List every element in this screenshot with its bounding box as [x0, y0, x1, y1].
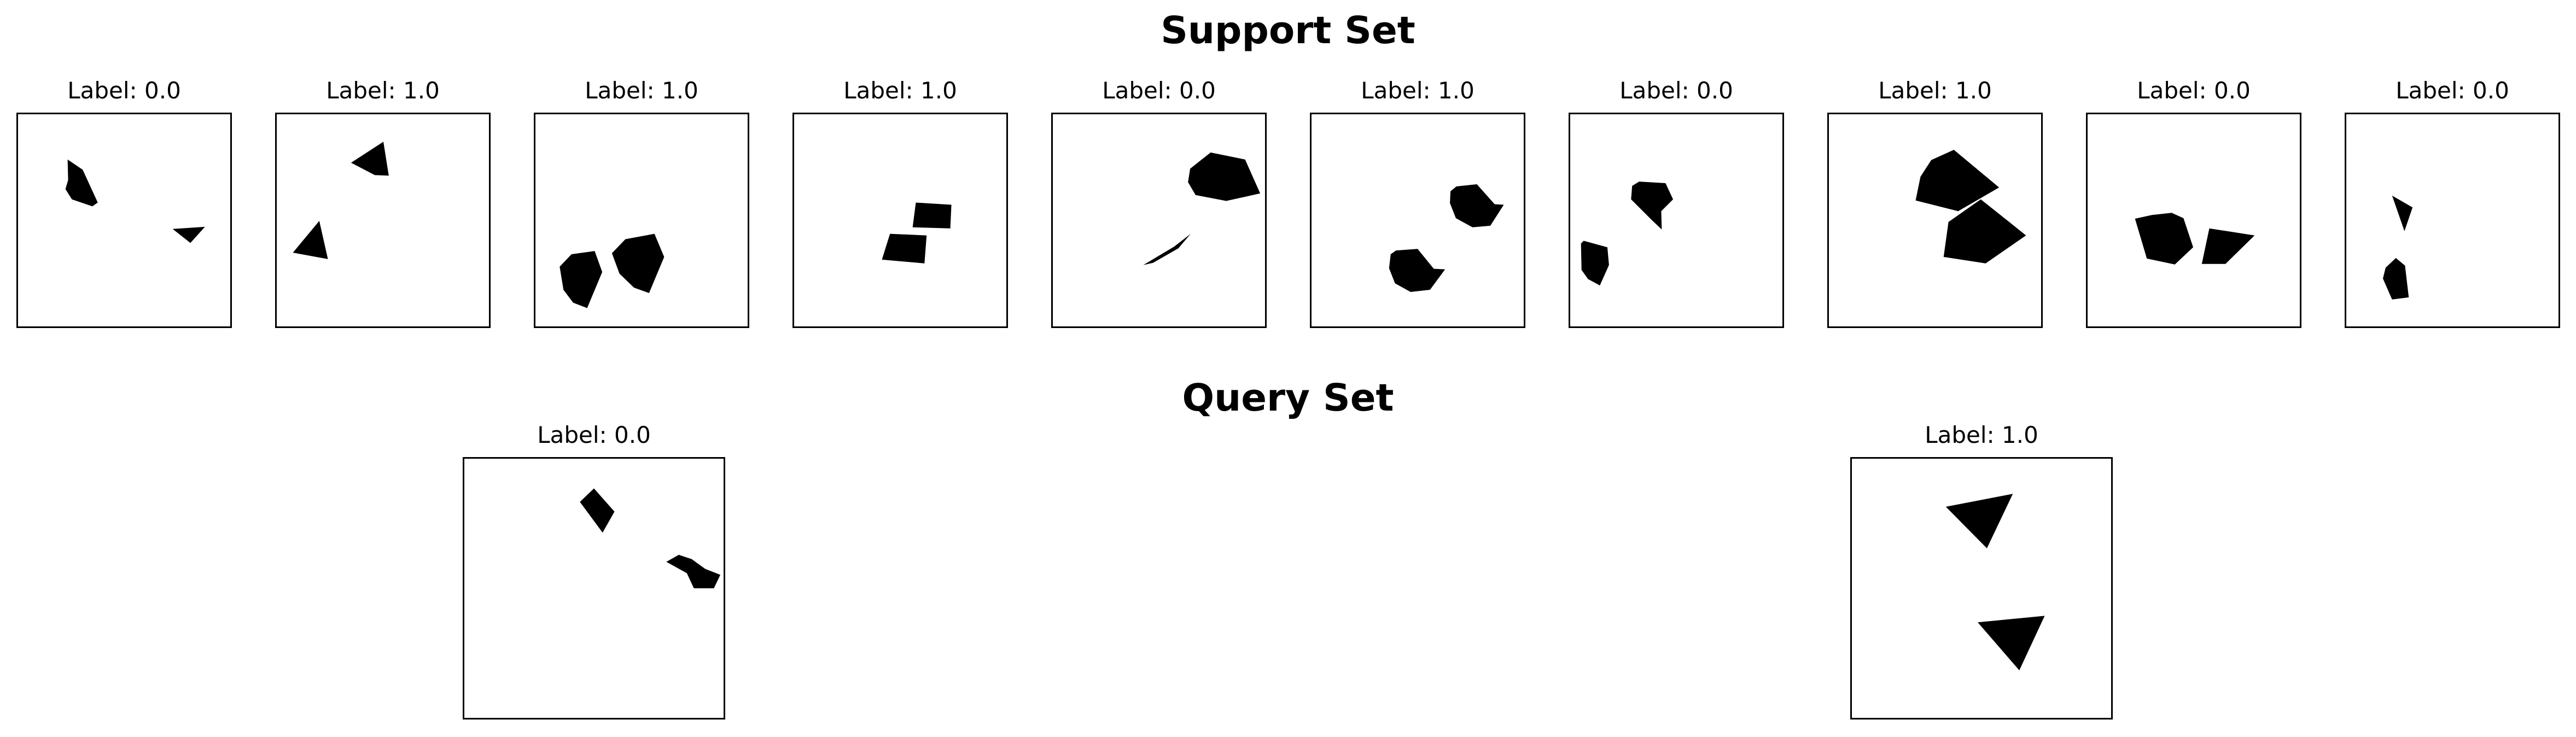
support-image	[2382, 195, 2413, 300]
query-panel-1: Label: 1.0	[1850, 424, 2113, 720]
query-image-frame	[1850, 457, 2113, 720]
support-panel-0: Label: 0.0	[16, 79, 232, 328]
shape-polygon	[1450, 184, 1504, 227]
support-image-frame	[1827, 113, 2043, 328]
support-panel-9: Label: 0.0	[2345, 79, 2560, 328]
shape-quad	[882, 233, 927, 264]
support-image	[1915, 149, 2026, 264]
shape-polygon	[560, 251, 603, 308]
shape-triangle	[1978, 616, 2045, 671]
support-image-frame	[1569, 113, 1784, 328]
support-panel-label: Label: 1.0	[585, 77, 698, 104]
query-image	[1945, 494, 2045, 671]
shape-polygon	[2201, 228, 2255, 264]
shape-polygon	[666, 554, 721, 588]
support-image-frame	[534, 113, 749, 328]
support-panel-label: Label: 0.0	[1102, 77, 1216, 104]
support-image-frame	[2345, 113, 2560, 328]
support-panel-label: Label: 0.0	[67, 77, 181, 104]
shape-polygon	[1389, 249, 1446, 292]
query-panel-label: Label: 0.0	[537, 422, 651, 448]
shape-polygon	[65, 159, 98, 207]
shape-polygon	[611, 233, 665, 293]
support-image-frame	[1051, 113, 1267, 328]
support-panel-label: Label: 0.0	[2396, 77, 2509, 104]
shape-triangle	[293, 220, 328, 259]
shape-quad	[912, 202, 952, 229]
query-panel-label: Label: 1.0	[1925, 422, 2038, 448]
support-image-frame	[792, 113, 1008, 328]
support-image	[1581, 182, 1674, 286]
shape-triangle	[351, 142, 389, 176]
support-image	[882, 202, 952, 264]
support-image-frame	[275, 113, 491, 328]
support-image-frame	[16, 113, 232, 328]
support-image	[65, 159, 205, 243]
support-panel-1: Label: 1.0	[275, 79, 491, 328]
support-image	[1389, 184, 1504, 292]
support-panel-label: Label: 1.0	[326, 77, 440, 104]
shape-triangle	[172, 226, 205, 243]
support-panel-6: Label: 0.0	[1569, 79, 1784, 328]
support-image	[560, 233, 665, 308]
support-panel-label: Label: 1.0	[843, 77, 957, 104]
shape-polygon	[1631, 182, 1674, 230]
support-panel-label: Label: 1.0	[1361, 77, 1475, 104]
shape-sliver	[1143, 233, 1191, 265]
support-image	[2135, 213, 2255, 265]
query-image-frame	[463, 457, 725, 720]
shape-triangle	[2392, 195, 2413, 231]
support-panel-4: Label: 0.0	[1051, 79, 1267, 328]
support-panel-5: Label: 1.0	[1310, 79, 1525, 328]
support-panel-label: Label: 0.0	[2137, 77, 2251, 104]
shape-triangle	[1945, 494, 2013, 548]
shape-polygon	[2135, 213, 2194, 265]
support-panel-label: Label: 1.0	[1878, 77, 1992, 104]
support-image	[1143, 152, 1261, 265]
shape-polygon	[1188, 152, 1261, 201]
shape-quad	[580, 488, 615, 533]
shape-polygon	[1915, 149, 2000, 212]
support-image	[293, 142, 389, 259]
query-set-title: Query Set	[1182, 376, 1394, 420]
support-panel-8: Label: 0.0	[2086, 79, 2301, 328]
support-panel-7: Label: 1.0	[1827, 79, 2043, 328]
support-set-title: Support Set	[1161, 9, 1415, 52]
shape-polygon	[1581, 241, 1609, 286]
query-panel-0: Label: 0.0	[463, 424, 725, 720]
shape-polygon	[1943, 199, 2026, 264]
support-panel-3: Label: 1.0	[792, 79, 1008, 328]
query-image	[580, 488, 721, 588]
shape-polygon	[2382, 258, 2409, 300]
support-image-frame	[2086, 113, 2301, 328]
support-panel-2: Label: 1.0	[534, 79, 749, 328]
support-panel-label: Label: 0.0	[1619, 77, 1733, 104]
support-image-frame	[1310, 113, 1525, 328]
